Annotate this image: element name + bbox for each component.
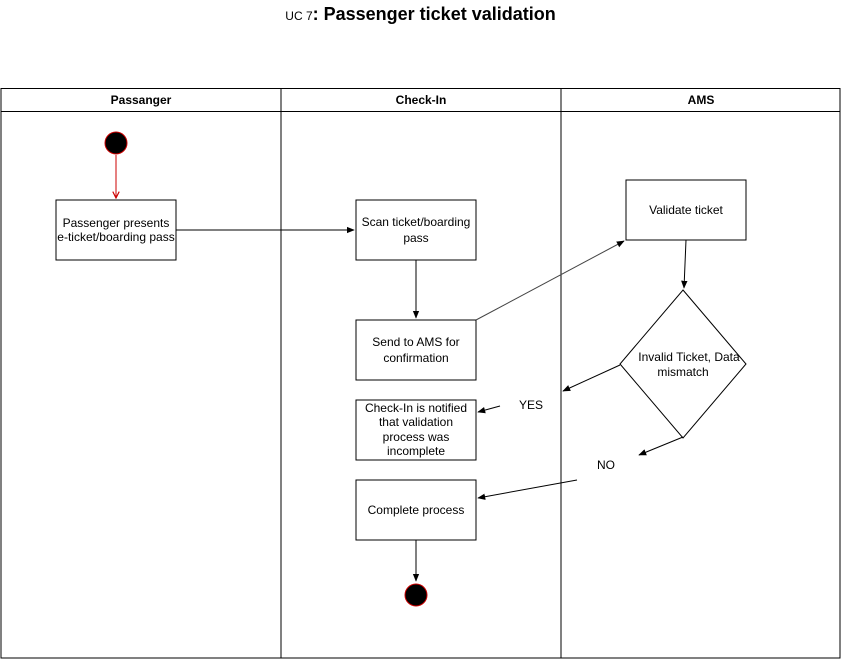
action-complete-process: Complete process [355, 479, 477, 541]
decision-invalid-ticket: Invalid Ticket, Data mismatch [619, 289, 747, 439]
action-validate-ticket-line-1: Validate ticket [649, 203, 723, 217]
action-check-in-notified-line-2: that validation [379, 415, 453, 429]
action-check-in-notified-line-4: incomplete [387, 444, 445, 458]
action-send-to-ams: Send to AMS for confirmation [355, 319, 477, 381]
action-scan-ticket-line-2: pass [403, 231, 428, 245]
edge-label-no: NO [597, 458, 615, 472]
swimlane-pool [0, 88, 841, 659]
action-check-in-notified: Check-In is notified that validation pro… [355, 399, 477, 461]
end-node [404, 583, 428, 607]
title-separator: : [312, 4, 324, 24]
title-prefix: UC 7 [285, 9, 313, 23]
lane-header-check-in: Check-In [396, 93, 447, 107]
start-node [104, 131, 128, 155]
action-passenger-presents: Passenger presents e-ticket/boarding pas… [55, 199, 177, 261]
diagram-title: UC 7: Passenger ticket validation [0, 4, 841, 25]
edge-decision-yes [562, 364, 621, 392]
action-scan-ticket-line-1: Scan ticket/boarding [362, 215, 471, 229]
edge-yes-to-notified [477, 405, 501, 414]
lane-header-ams: AMS [688, 93, 715, 107]
action-complete-process-line-1: Complete process [368, 503, 465, 517]
action-check-in-notified-line-1: Check-In is notified [365, 401, 467, 415]
edge-validate-to-decision [681, 239, 688, 289]
lane-header-passenger: Passanger [111, 93, 172, 107]
edge-decision-no [638, 436, 684, 456]
action-check-in-notified-line-3: process was [383, 430, 450, 444]
action-send-to-ams-line-2: confirmation [383, 351, 448, 365]
edge-no-to-complete [477, 479, 578, 500]
action-passenger-presents-line-1: Passenger presents [63, 216, 170, 230]
action-passenger-presents-line-2: e-ticket/boarding pass [57, 230, 174, 244]
title-main: Passenger ticket validation [323, 4, 556, 24]
action-validate-ticket: Validate ticket [625, 179, 747, 241]
decision-invalid-ticket-line-2: mismatch [657, 365, 708, 379]
action-send-to-ams-line-1: Send to AMS for [372, 335, 459, 349]
decision-invalid-ticket-line-1: Invalid Ticket, Data [638, 350, 740, 364]
edge-label-yes: YES [519, 398, 543, 412]
edge-send-to-validate [475, 240, 625, 321]
action-scan-ticket: Scan ticket/boarding pass [355, 199, 477, 261]
